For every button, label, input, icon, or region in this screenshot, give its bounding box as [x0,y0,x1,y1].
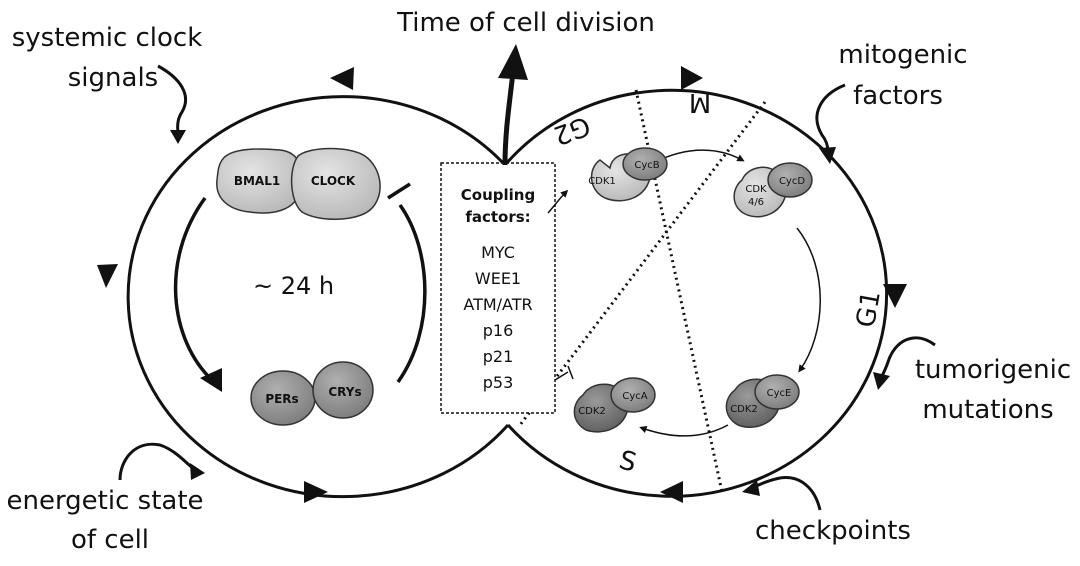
time-of-division-label: Time of cell division [396,8,655,38]
cell-cycle: M G1 S G2 CDK1 CycB CDK 4/6 CycD CDK2 Cy [503,66,936,511]
circle-arrowhead-left [97,264,118,288]
cdk2e-label: CDK2 [730,404,758,415]
pers-crys-complex: PERs CRYs [250,361,374,426]
cdk46-label-line1: CDK [745,184,767,195]
cycb-blob [622,147,668,181]
cell-cycle-circle [503,88,889,498]
coupling-item: p53 [483,373,514,392]
energetic-label-line2: of cell [71,525,149,555]
cyca-label: CycA [622,391,647,402]
circadian-clock-cycle: BMAL1 CLOCK PERs CRYs ~ 24 h [97,64,510,503]
phase-divider-g2-m [634,89,724,493]
coupling-item: p21 [483,347,514,366]
coupling-item: p16 [483,321,514,340]
checkpoints-arrowhead [742,480,760,496]
systemic-clock-label-line2: signals [68,63,158,93]
coupling-title-line1: Coupling [461,186,535,204]
period-label: ~ 24 h [253,272,334,300]
systemic-clock-input-arrow [157,64,188,134]
coupling-inhibit-line [554,371,569,381]
phase-m-label: M [689,87,711,117]
systemic-clock-label-line1: systemic clock [12,23,203,53]
energetic-input-arrow [118,442,196,481]
cdk1-label: CDK1 [588,176,616,187]
checkpoints-label: checkpoints [755,516,911,546]
pers-label: PERs [265,392,298,406]
bmal1-label: BMAL1 [234,174,280,188]
cycb-label: CycB [634,160,659,171]
clock-blob [290,147,381,220]
coupling-to-g2-arrow [547,189,569,214]
systemic-clock-arrowhead [170,130,186,144]
mitogenic-input-arrow [815,83,846,153]
cyce-to-cyca-arrow [639,424,729,437]
crys-label: CRYs [328,385,361,399]
cycd-label: CycD [779,176,805,187]
coupling-item: WEE1 [475,269,521,288]
coupling-box-frame [440,162,556,414]
energetic-label-line1: energetic state [6,486,203,516]
phase-divider-m-g1 [518,101,767,426]
cdk2a-label: CDK2 [578,406,606,417]
repression-bar [387,182,411,200]
phase-g2-label: G2 [549,110,594,151]
bmal1-clock-complex: BMAL1 CLOCK [216,147,381,220]
repression-arc [396,203,427,384]
cdk46-cycd-complex: CDK 4/6 CycD [733,162,813,218]
division-arrowhead [498,44,528,80]
crys-blob [312,361,374,419]
checkpoints-input-arrow [751,476,822,511]
cycd-to-cyce-arrow [796,227,821,373]
tumorigenic-label-line2: mutations [922,395,1053,425]
circle-arrowhead-top [330,67,354,90]
cycle-arrowhead-top [681,66,703,90]
division-arrow-shaft [502,71,516,166]
coupling-title-line2: factors: [465,208,530,226]
cell-division-arrow [498,44,528,166]
activation-arc [173,196,214,382]
clock-label: CLOCK [311,174,356,188]
cycle-arrowhead-right [883,284,907,308]
cycle-arrowhead-bottom [660,481,683,503]
cdk2-cyca-complex: CDK2 CycA [573,377,656,433]
coupling-item: MYC [481,243,515,262]
coupling-item: ATM/ATR [463,295,532,314]
tumorigenic-input-arrow [880,336,936,377]
phase-s-label: S [616,445,640,478]
activation-arrowhead [200,368,222,392]
mitogenic-label-line2: factors [853,81,943,111]
cdk2-cyce-complex: CDK2 CycE [725,374,800,428]
energetic-arrowhead [190,463,205,480]
bmal1-blob [216,148,303,214]
tumorigenic-label-line1: tumorigenic [915,355,1071,385]
coupling-inhibit-bar [567,365,574,380]
mitogenic-arrowhead [819,147,836,164]
cycd-blob [767,162,813,198]
cyce-label: CycE [767,388,792,399]
cdk46-label-line2: 4/6 [748,197,764,208]
phase-g1-label: G1 [851,288,887,329]
cyce-blob [754,374,800,410]
circadian-circle [126,95,510,499]
circle-arrowhead-bottom [304,481,328,503]
cyca-blob [610,377,656,413]
mitogenic-label-line1: mitogenic [838,40,967,70]
tumorigenic-arrowhead [873,372,890,390]
cdk1-cycb-complex: CDK1 CycB [588,147,668,202]
